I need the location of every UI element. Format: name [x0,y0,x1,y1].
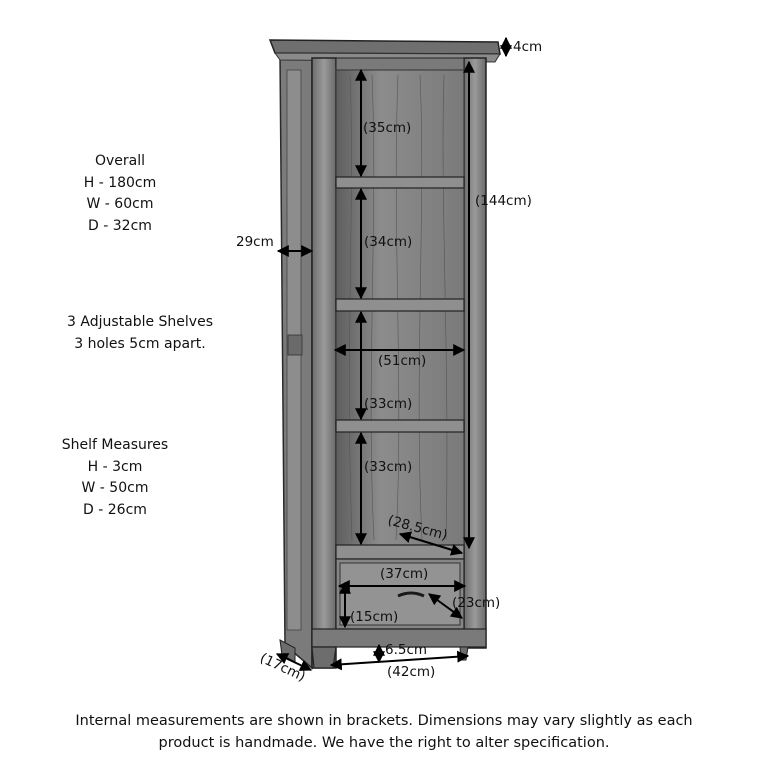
dim-drawer-depth: (23cm) [452,595,500,611]
drawer-handle-icon [397,591,425,598]
footer-line-1: Internal measurements are shown in brack… [75,713,693,729]
dim-internal-width: (51cm) [378,353,426,369]
shelves-note-line-2: 3 holes 5cm apart. [74,335,206,352]
overall-spec: Overall H - 180cm W - 60cm D - 32cm [60,151,180,237]
overall-width: W - 60cm [86,196,154,212]
overall-height: H - 180cm [83,174,157,191]
dimension-arrows [275,36,512,671]
shelf-width: W - 50cm [81,480,149,496]
dim-drawer-width: (37cm) [380,566,428,582]
dim-compartment-4: (33cm) [364,459,412,475]
shelf-height: H - 3cm [87,458,143,475]
shelf-measures-heading: Shelf Measures [61,437,169,453]
dim-top-thickness: 4cm [513,39,542,55]
dim-base-width: (42cm) [387,664,435,680]
dim-drawer-height: (15cm) [350,609,398,625]
shelves-note-line-1: 3 Adjustable Shelves [67,314,213,330]
overall-depth: D - 32cm [88,217,152,234]
dim-internal-height: (144cm) [475,193,532,209]
shelf-measures: Shelf Measures H - 3cm W - 50cm D - 26cm [55,435,175,521]
dim-compartment-2: (34cm) [364,234,412,250]
dim-compartment-3: (33cm) [364,396,412,412]
left-side-panel [279,51,313,670]
dim-foot-height: 6.5cm [385,642,427,658]
dim-compartment-1: (35cm) [363,120,411,136]
shelf-depth: D - 26cm [83,501,147,518]
footer-note: Internal measurements are shown in brack… [0,710,768,754]
dim-side-depth: 29cm [236,234,274,250]
overall-heading: Overall [94,153,146,169]
footer-line-2: product is handmade. We have the right t… [158,735,610,751]
shelves-note: 3 Adjustable Shelves 3 holes 5cm apart. [50,312,230,355]
